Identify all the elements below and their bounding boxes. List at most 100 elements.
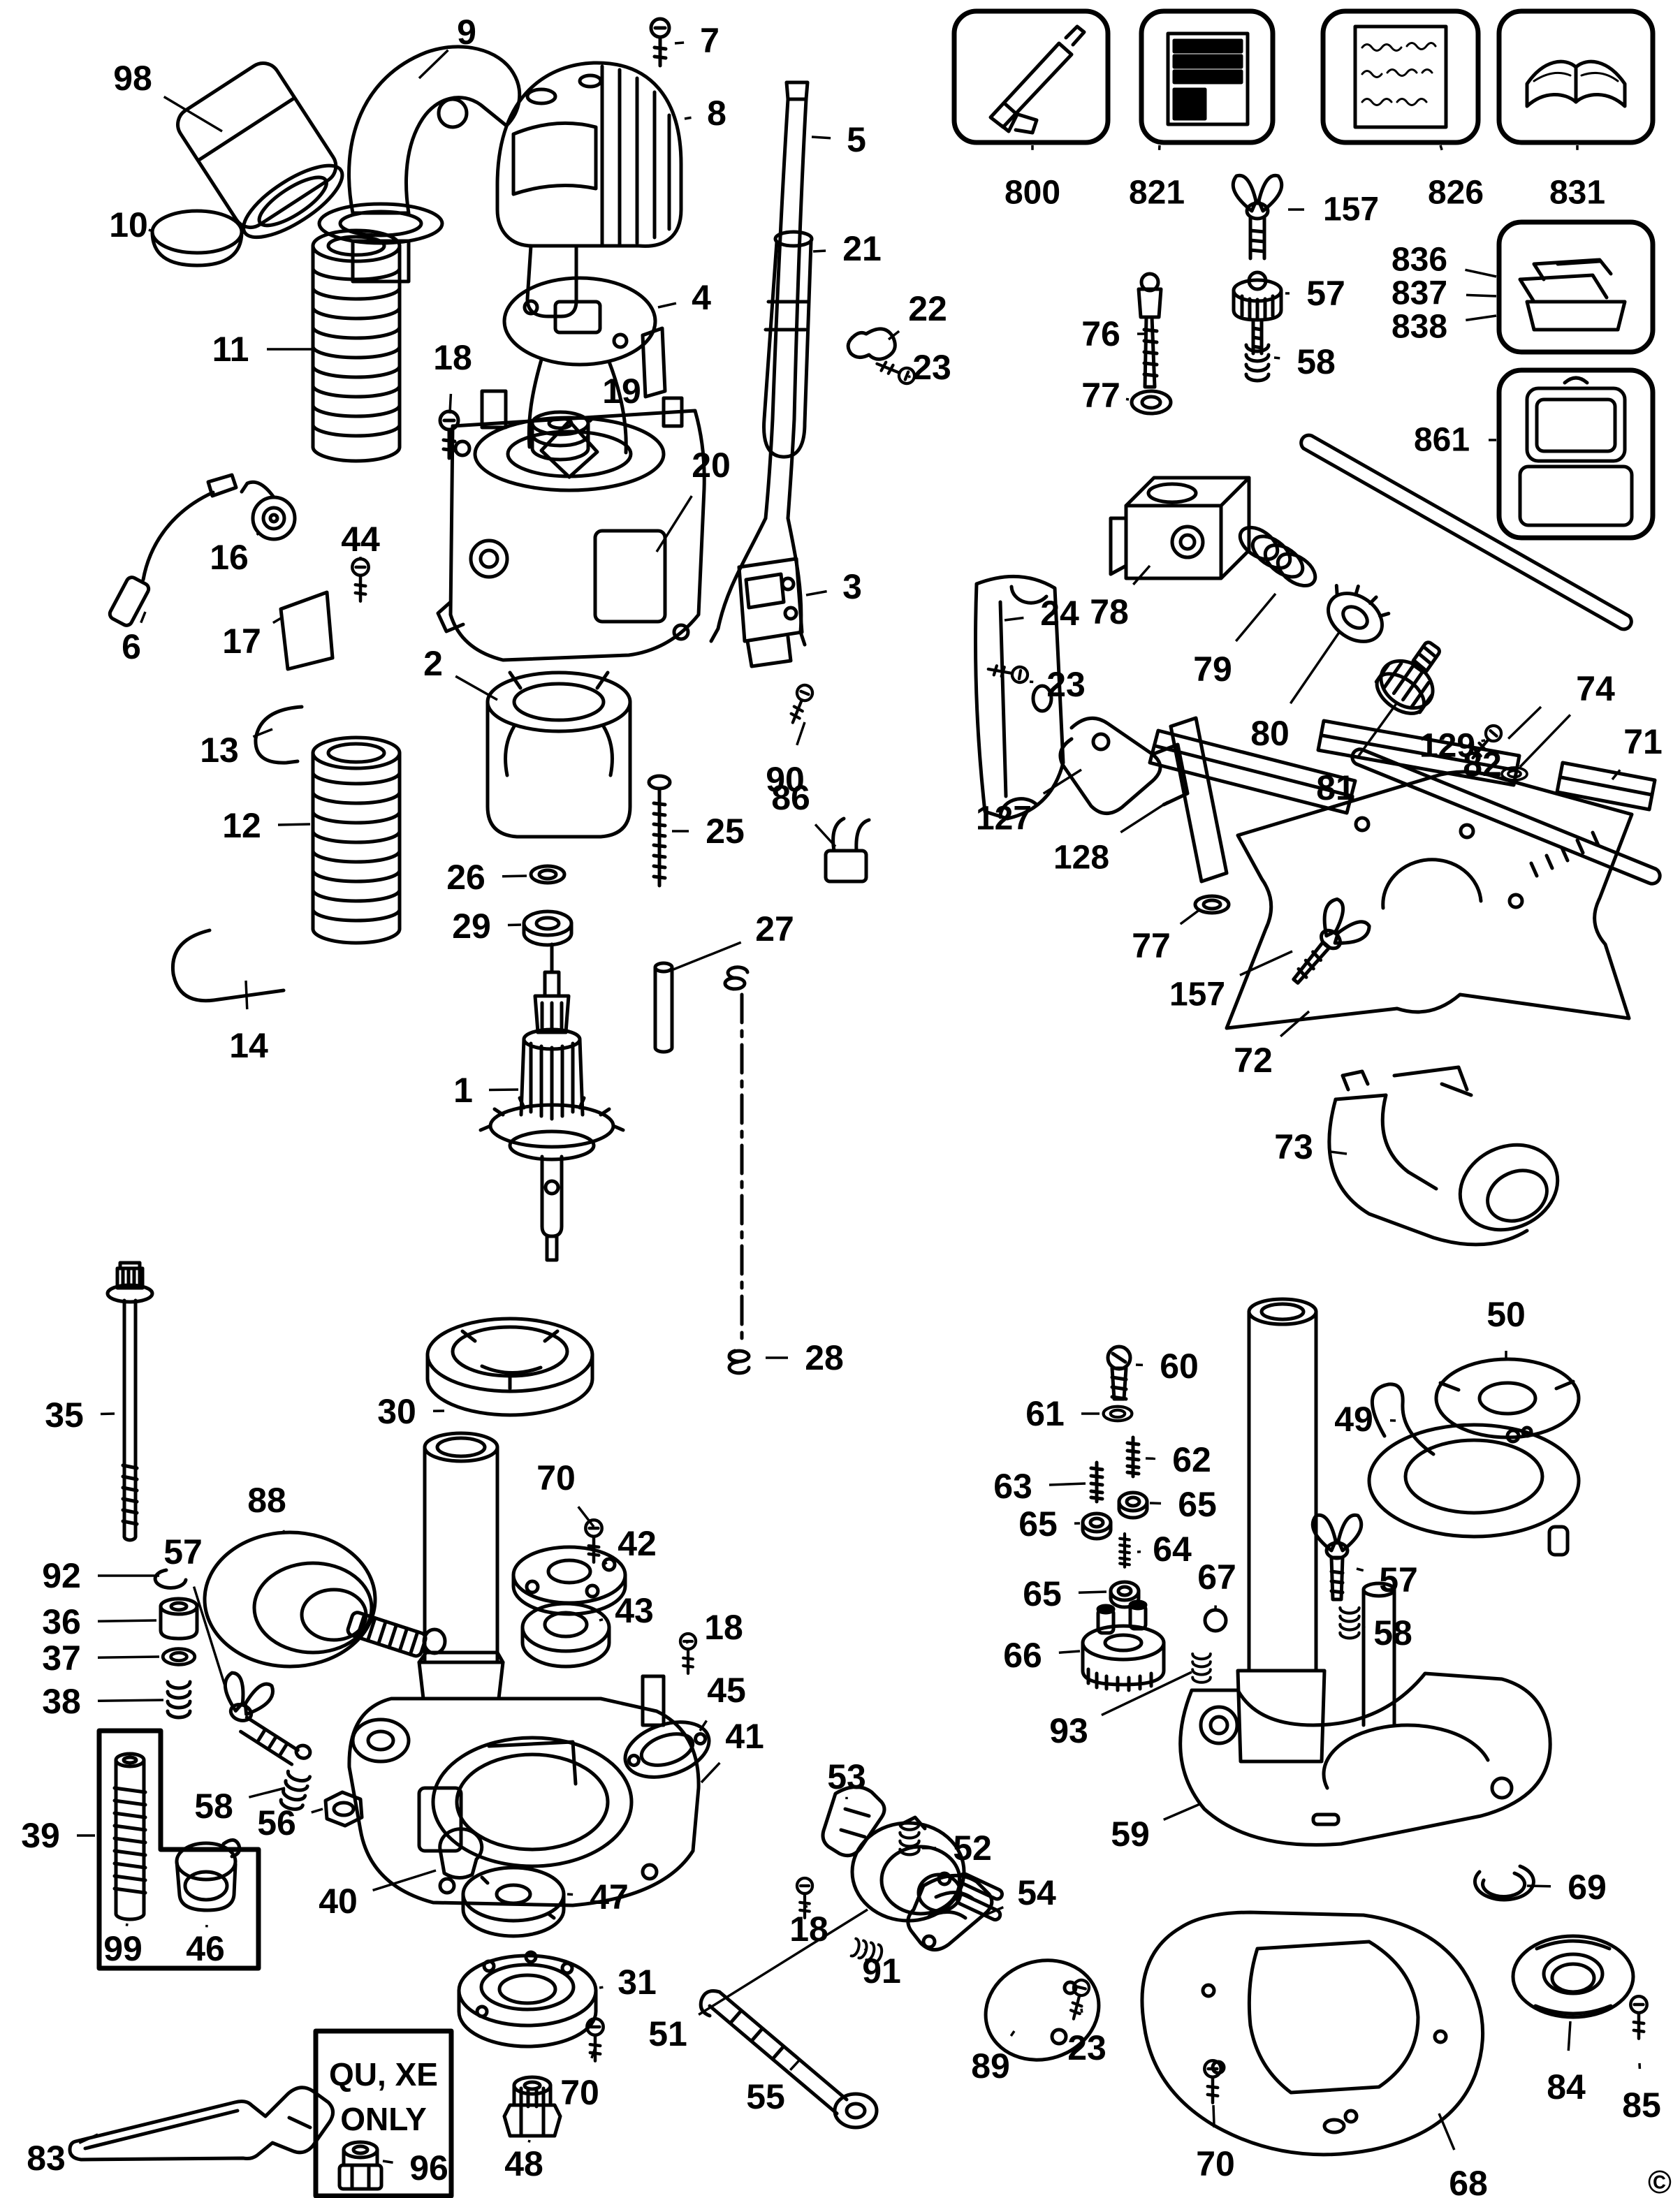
part-89-cover-plate <box>984 1958 1101 2062</box>
leader-line-47 <box>567 1893 574 1896</box>
part-number-23: 23 <box>1046 665 1086 704</box>
part-57-clamp-knob-c <box>1313 1515 1361 1602</box>
leader-line-57 <box>1356 1567 1364 1572</box>
part-number-41: 41 <box>725 1717 764 1756</box>
part-17-label-pad <box>279 590 335 671</box>
part-number-18: 18 <box>704 1608 743 1647</box>
part-number-10: 10 <box>109 205 148 244</box>
part-number-31: 31 <box>618 1963 657 2002</box>
part-number-52: 52 <box>953 1829 992 1868</box>
part-28-column-rod <box>723 965 751 1375</box>
part-53-lock-shoe <box>821 1785 886 1858</box>
part-number-49: 49 <box>1334 1400 1373 1439</box>
part-number-25: 25 <box>706 812 745 851</box>
leader-line-157 <box>1239 950 1293 976</box>
leader-line-27 <box>673 941 742 971</box>
leader-line-2 <box>455 675 498 701</box>
part-number-65: 65 <box>1178 1485 1217 1524</box>
leader-line-84 <box>1567 2021 1572 2051</box>
leader-line-17 <box>272 616 283 624</box>
leader-line-3 <box>805 589 827 596</box>
leader-line-9 <box>418 49 449 80</box>
part-13-wire-clip <box>254 705 304 765</box>
part-number-39: 39 <box>21 1816 60 1855</box>
part-number-23: 23 <box>1067 2028 1106 2067</box>
leader-line-51 <box>698 1908 868 2016</box>
leader-line-838 <box>1466 314 1497 322</box>
part-number-78: 78 <box>1090 592 1129 631</box>
part-number-92: 92 <box>42 1556 81 1595</box>
part-49-chip-shield <box>1367 1382 1581 1557</box>
part-11-bellows <box>311 228 402 463</box>
leader-line-86 <box>814 823 837 848</box>
part-number-128: 128 <box>1053 840 1109 877</box>
part-number-837: 837 <box>1392 275 1447 312</box>
copyright-mark: © <box>1648 2164 1672 2198</box>
part-69-retaining-ring <box>1473 1864 1535 1902</box>
part-56-nut <box>323 1790 364 1828</box>
part-57-clamp-knob-a <box>1232 270 1283 356</box>
part-number-838: 838 <box>1392 309 1447 346</box>
leader-line-77 <box>1125 397 1130 401</box>
part-35-depth-rod <box>105 1261 154 1542</box>
part-54-latch <box>906 1871 994 1951</box>
part-number-26: 26 <box>446 858 485 897</box>
part-number-58: 58 <box>194 1787 233 1826</box>
leader-line-128 <box>1120 800 1169 834</box>
part-number-157: 157 <box>1323 191 1379 228</box>
grease-gun-icon <box>988 24 1086 135</box>
leader-line-59 <box>1163 1802 1202 1822</box>
part-number-57: 57 <box>163 1532 203 1571</box>
part-77-washer-a <box>1130 389 1173 416</box>
leader-line-5 <box>811 135 831 140</box>
part-number-61: 61 <box>1025 1394 1065 1433</box>
leader-line-129 <box>1481 739 1486 742</box>
part-83-wrench <box>68 2086 335 2162</box>
part-number-9: 9 <box>457 13 476 52</box>
part-number-81: 81 <box>1316 768 1355 807</box>
part-number-18: 18 <box>789 1910 828 1949</box>
part-43-bearing <box>520 1602 611 1669</box>
leader-line-73 <box>1329 1150 1347 1155</box>
kit-box-831 <box>1496 8 1656 145</box>
leader-line-18 <box>685 1639 691 1644</box>
leader-line-77 <box>1179 908 1201 925</box>
part-57-clamp-knob-b <box>207 1671 312 1766</box>
part-14-wire-clip-large <box>170 928 286 1003</box>
part-number-30: 30 <box>377 1392 416 1431</box>
part-number-68: 68 <box>1449 2164 1488 2198</box>
part-number-62: 62 <box>1172 1440 1211 1479</box>
part-number-56: 56 <box>257 1803 296 1842</box>
part-number-69: 69 <box>1568 1868 1607 1907</box>
leader-line-91 <box>863 1947 868 1952</box>
leader-line-78 <box>1132 564 1151 586</box>
leader-line-38 <box>97 1699 164 1703</box>
part-number-73: 73 <box>1274 1127 1313 1166</box>
inset-box-qu-xe <box>313 2028 454 2198</box>
part-number-28: 28 <box>805 1338 844 1377</box>
part-number-90: 90 <box>766 760 805 799</box>
kit-box-836-838 <box>1496 219 1656 355</box>
leader-line-31 <box>599 1986 604 1989</box>
leader-line-36 <box>97 1619 157 1622</box>
part-number-22: 22 <box>908 289 947 328</box>
part-number-59: 59 <box>1111 1815 1150 1854</box>
part-number-129: 129 <box>1419 728 1475 765</box>
part-number-836: 836 <box>1392 242 1447 279</box>
part-number-58: 58 <box>1296 342 1336 381</box>
leader-line-127 <box>1042 768 1082 795</box>
part-4-brush-plate <box>502 276 667 455</box>
leader-line-66 <box>1058 1650 1081 1654</box>
leader-line-90 <box>796 721 806 746</box>
part-number-4: 4 <box>692 278 711 317</box>
part-number-93: 93 <box>1049 1711 1088 1750</box>
part-21-cord-protector <box>762 230 814 459</box>
leader-line-55 <box>789 2059 801 2071</box>
part-60-screw <box>1106 1345 1132 1401</box>
part-number-42: 42 <box>618 1524 657 1563</box>
leader-line-836 <box>1465 268 1497 278</box>
leader-line-89 <box>1009 2030 1016 2037</box>
part-76-thumb-screw <box>1137 272 1163 389</box>
part-number-18: 18 <box>433 338 472 377</box>
